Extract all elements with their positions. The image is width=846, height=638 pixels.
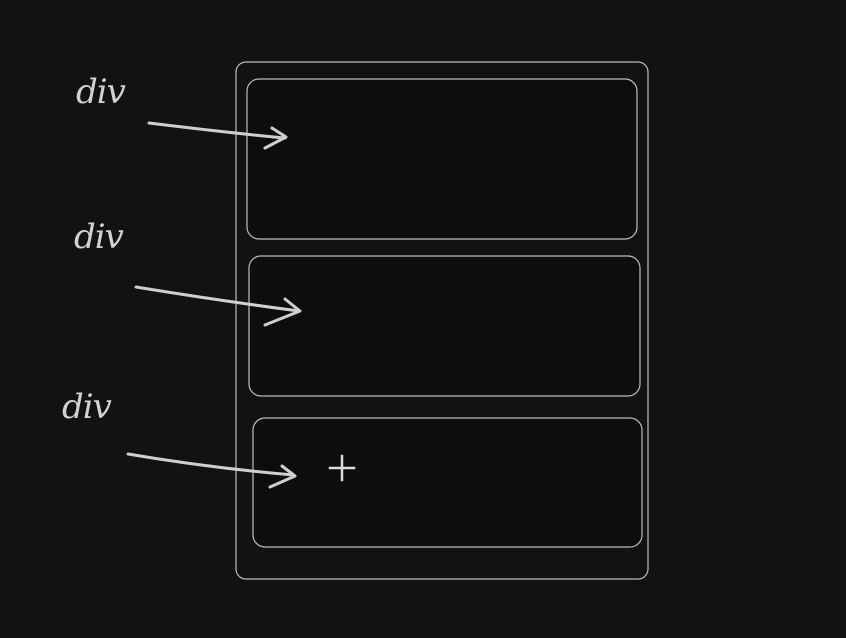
inner-div-box-2[interactable]	[248, 255, 641, 397]
annotation-label-2[interactable]: div	[74, 217, 125, 257]
outer-container-box[interactable]	[235, 61, 649, 580]
annotation-label-3[interactable]: div	[62, 387, 113, 427]
annotation-label-1[interactable]: div	[76, 72, 127, 112]
annotation-arrow-3[interactable]	[126, 452, 297, 489]
inner-div-box-3[interactable]	[252, 417, 643, 548]
crosshair-icon	[328, 454, 356, 482]
annotation-arrow-1[interactable]	[147, 121, 288, 150]
annotation-arrow-2[interactable]	[134, 285, 302, 327]
inner-div-box-1[interactable]	[246, 78, 638, 240]
